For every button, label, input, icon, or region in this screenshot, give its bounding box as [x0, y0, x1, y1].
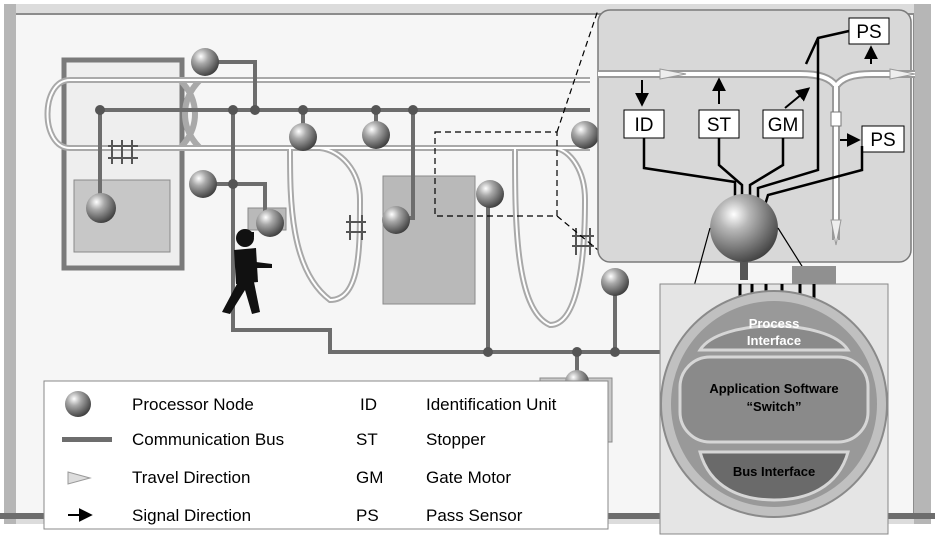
callout-ps-right-label: PS — [870, 130, 895, 151]
legend-travel-direction-icon — [67, 471, 92, 485]
legend-meaning-id: Identification Unit — [426, 395, 557, 414]
zoom-callout — [434, 9, 599, 251]
processor-node-icon — [710, 194, 778, 262]
legend-meaning-ps: Pass Sensor — [426, 506, 523, 525]
callout-ps-top-label: PS — [856, 22, 881, 43]
legend-abbr-st: ST — [356, 430, 378, 449]
callout-st: ST — [698, 109, 740, 139]
callout-id: ID — [623, 109, 665, 139]
application-switch-label: “Switch” — [747, 399, 802, 414]
process-interface-label-2: Interface — [747, 333, 801, 348]
gate-switch-icon — [108, 140, 594, 255]
callout-gm-label: GM — [768, 115, 799, 136]
operator-person-icon — [222, 229, 272, 314]
legend-communication-bus-icon — [62, 437, 112, 442]
travel-arrow-icon — [659, 68, 687, 80]
signal-arrow-icon — [635, 45, 878, 147]
callout-st-label: ST — [707, 115, 732, 136]
left-station — [61, 57, 185, 271]
legend-label-processor-node: Processor Node — [132, 395, 254, 414]
application-software-label: Application Software — [709, 381, 838, 396]
legend-label-travel-direction: Travel Direction — [132, 468, 250, 487]
legend-label-communication-bus: Communication Bus — [132, 430, 284, 449]
legend-abbr-ps: PS — [356, 506, 379, 525]
legend-meaning-gm: Gate Motor — [426, 468, 511, 487]
legend-abbr-id: ID — [360, 395, 377, 414]
callout-ps-right: PS — [861, 125, 905, 153]
detail-panel — [597, 9, 916, 263]
callout-id-label: ID — [635, 115, 654, 136]
node-wiring — [642, 29, 864, 206]
legend: Processor Node Communication Bus Travel … — [43, 380, 609, 530]
bus-junctions — [95, 105, 620, 357]
process-interface-label: Process — [749, 316, 800, 331]
legend-meaning-st: Stopper — [426, 430, 486, 449]
legend-label-signal-direction: Signal Direction — [132, 506, 251, 525]
legend-abbr-gm: GM — [356, 468, 383, 487]
bus-interface-label: Bus Interface — [733, 464, 815, 479]
center-station — [382, 175, 476, 305]
processor-detail: Process Interface Application Software “… — [659, 266, 889, 535]
callout-gm: GM — [762, 109, 804, 139]
legend-processor-node-icon — [65, 391, 91, 417]
callout-ps-top: PS — [848, 17, 890, 45]
